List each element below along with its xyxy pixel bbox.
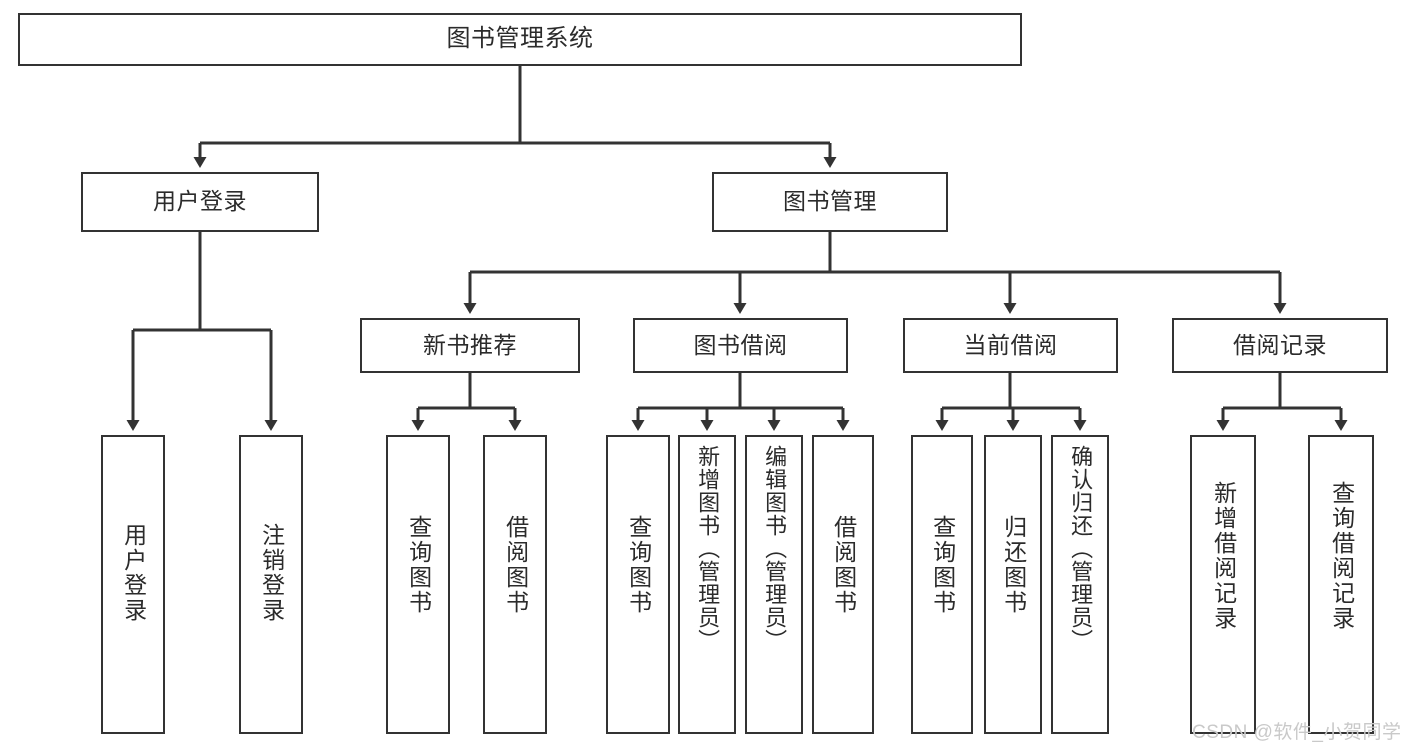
node-leaf-query-borrow-record-label: 查询借阅记录 <box>1328 481 1355 631</box>
node-leaf-borrow-book-2-label: 借阅图书 <box>830 515 857 615</box>
node-leaf-query-borrow-record[interactable]: 查询借阅记录 <box>1308 435 1374 734</box>
node-borrow-record-label: 借阅记录 <box>1233 331 1327 358</box>
node-leaf-query-book-2-label: 查询图书 <box>625 515 652 615</box>
node-leaf-add-borrow-record-label: 新增借阅记录 <box>1210 481 1237 631</box>
node-leaf-borrow-book-1[interactable]: 借阅图书 <box>483 435 547 734</box>
node-leaf-query-book-3[interactable]: 查询图书 <box>911 435 973 734</box>
csdn-watermark: CSDN @软件_小贺同学 <box>1192 722 1402 743</box>
node-leaf-confirm-return-label: 确认归还（管理员） <box>1068 445 1094 652</box>
node-leaf-query-book-2[interactable]: 查询图书 <box>606 435 670 734</box>
node-root[interactable]: 图书管理系统 <box>18 13 1022 66</box>
node-new-book-recommend[interactable]: 新书推荐 <box>360 318 580 373</box>
node-leaf-user-login-label: 用户登录 <box>120 523 147 623</box>
node-leaf-query-book-3-label: 查询图书 <box>929 515 956 615</box>
node-leaf-confirm-return[interactable]: 确认归还（管理员） <box>1051 435 1109 734</box>
node-leaf-query-book-1[interactable]: 查询图书 <box>386 435 450 734</box>
node-book-manage-label: 图书管理 <box>783 188 877 215</box>
node-leaf-add-borrow-record[interactable]: 新增借阅记录 <box>1190 435 1256 734</box>
node-leaf-borrow-book-2[interactable]: 借阅图书 <box>812 435 874 734</box>
node-leaf-add-book[interactable]: 新增图书（管理员） <box>678 435 736 734</box>
node-current-borrow[interactable]: 当前借阅 <box>903 318 1118 373</box>
node-new-book-recommend-label: 新书推荐 <box>423 331 517 358</box>
node-borrow-record[interactable]: 借阅记录 <box>1172 318 1388 373</box>
node-leaf-edit-book[interactable]: 编辑图书（管理员） <box>745 435 803 734</box>
node-leaf-add-book-label: 新增图书（管理员） <box>695 445 721 652</box>
node-leaf-borrow-book-1-label: 借阅图书 <box>502 515 529 615</box>
node-user-login-label: 用户登录 <box>153 188 247 215</box>
node-leaf-logout-login-label: 注销登录 <box>258 523 285 623</box>
node-book-borrow-label: 图书借阅 <box>693 331 788 358</box>
node-leaf-return-book-label: 归还图书 <box>1000 515 1027 615</box>
node-book-manage[interactable]: 图书管理 <box>712 172 948 232</box>
node-leaf-return-book[interactable]: 归还图书 <box>984 435 1042 734</box>
node-leaf-user-login[interactable]: 用户登录 <box>101 435 165 734</box>
node-leaf-edit-book-label: 编辑图书（管理员） <box>762 445 788 652</box>
node-user-login[interactable]: 用户登录 <box>81 172 319 232</box>
node-book-borrow[interactable]: 图书借阅 <box>633 318 848 373</box>
node-leaf-query-book-1-label: 查询图书 <box>405 515 432 615</box>
node-current-borrow-label: 当前借阅 <box>963 331 1058 358</box>
node-leaf-logout-login[interactable]: 注销登录 <box>239 435 303 734</box>
node-root-label: 图书管理系统 <box>446 25 594 53</box>
